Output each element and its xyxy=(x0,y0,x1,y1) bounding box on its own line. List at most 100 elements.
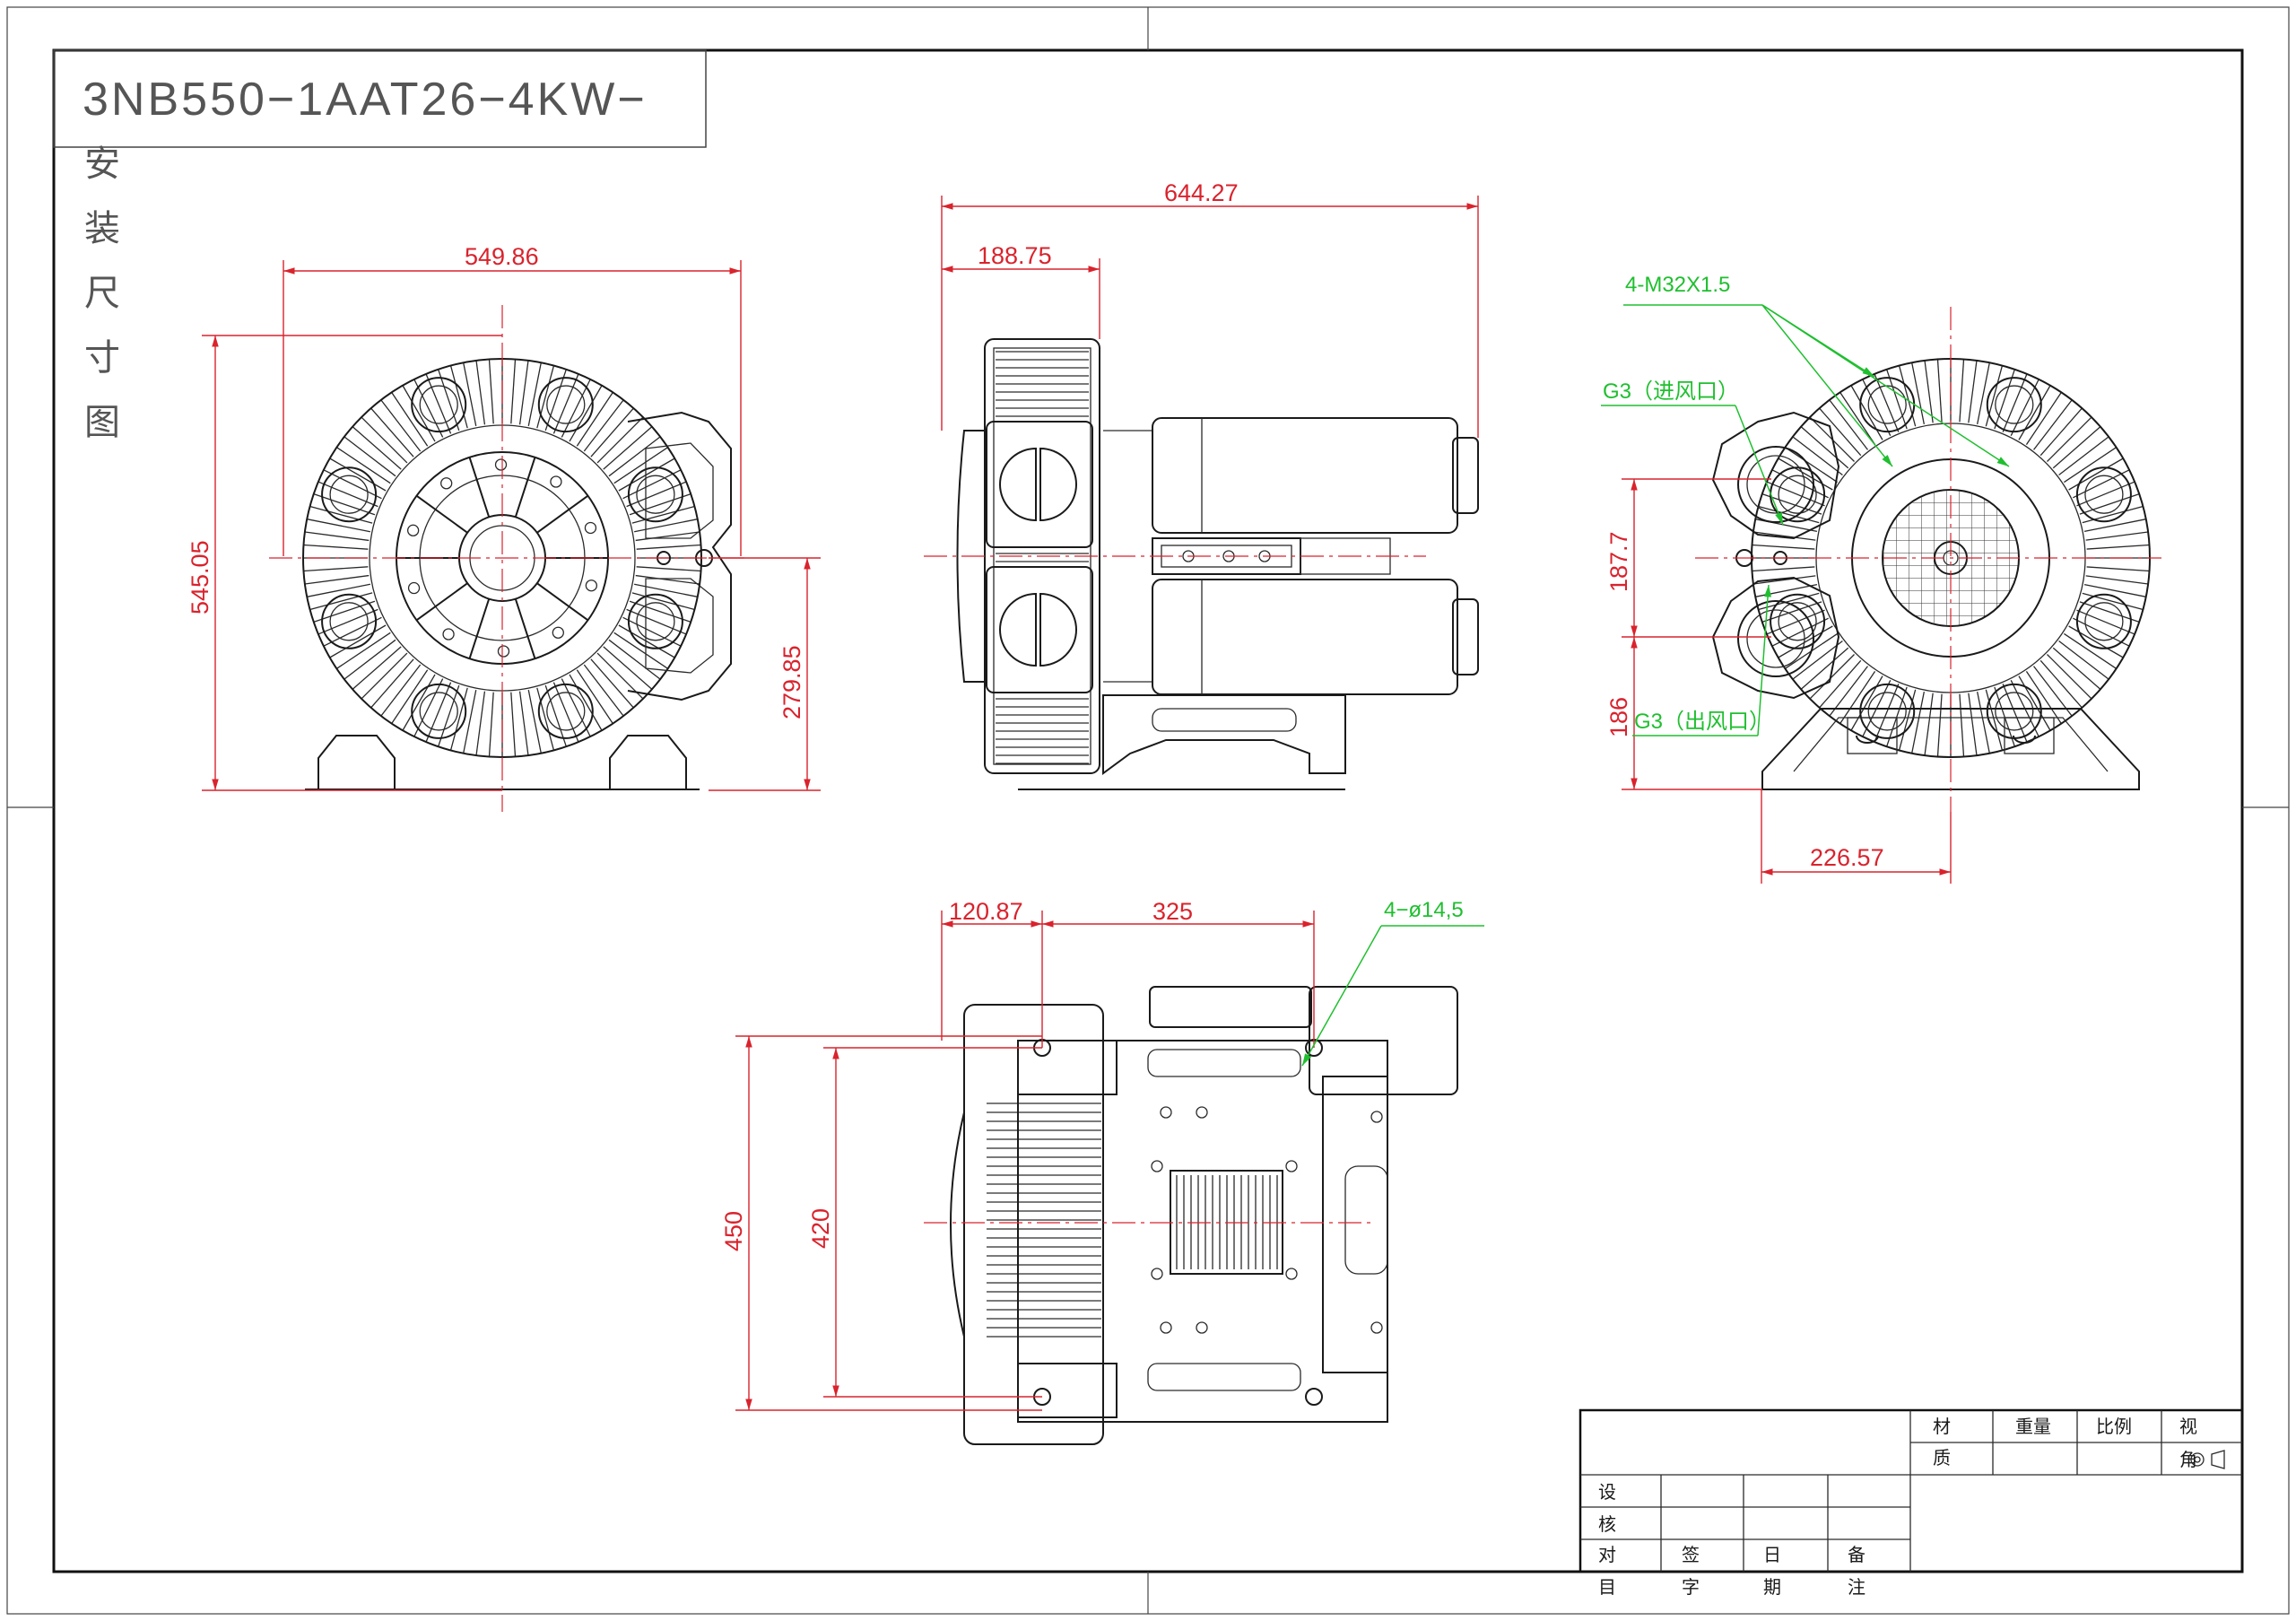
cooling-fin xyxy=(361,416,408,464)
side-fins xyxy=(996,351,1089,764)
cooling-fin xyxy=(336,447,391,484)
cooling-fin xyxy=(2085,575,2149,585)
cooling-fin xyxy=(2082,505,2144,524)
cooling-fin xyxy=(475,691,486,756)
cooling-fin xyxy=(636,544,701,550)
front-spokes xyxy=(396,457,608,659)
dim-front-center-height: 279.85 xyxy=(778,645,805,719)
dim-rear-half-width: 226.57 xyxy=(1810,844,1884,871)
cooling-fin xyxy=(344,436,396,477)
cooling-fin xyxy=(402,385,436,442)
cooling-fin xyxy=(2058,436,2109,475)
cooling-fin xyxy=(1911,362,1925,425)
cooling-fin xyxy=(2064,632,2117,669)
cell-remark-2: 注 xyxy=(1848,1576,1866,1598)
cooling-fin xyxy=(2086,544,2150,550)
front-ports xyxy=(321,377,683,739)
cooling-fin xyxy=(2079,601,2140,623)
dim-front-height: 545.05 xyxy=(187,540,213,614)
cooling-fin xyxy=(1755,584,1818,597)
cooling-fin xyxy=(1985,689,2004,751)
bottom-holes xyxy=(1151,1106,1383,1334)
cooling-fin xyxy=(1758,505,1820,524)
fin-port-inner xyxy=(636,602,675,641)
cooling-fin xyxy=(2052,426,2101,469)
cooling-fin xyxy=(1785,447,1838,484)
cooling-fin xyxy=(1800,647,1849,690)
cooling-fin xyxy=(2047,416,2092,462)
hub-spoke xyxy=(514,457,536,518)
bolt-hole xyxy=(1370,1321,1383,1334)
cooling-fin xyxy=(413,379,444,438)
dim-bottom-inner: 420 xyxy=(807,1208,834,1249)
fin-port-inner xyxy=(1867,692,1907,731)
cooling-fin xyxy=(2085,531,2149,541)
hub-spoke xyxy=(514,598,536,659)
cooling-fin xyxy=(304,574,370,585)
fin-port xyxy=(627,466,683,523)
cooling-fin xyxy=(380,664,422,717)
side-dims: 644.27 188.75 xyxy=(941,179,1479,438)
dim-side-total-length: 644.27 xyxy=(1164,179,1239,206)
cooling-fin xyxy=(518,691,529,756)
cooling-fin xyxy=(488,359,494,424)
cooling-fin xyxy=(352,426,402,470)
fin-port xyxy=(1770,593,1826,649)
rear-annotations: 4-M32X1.5 G3（进风口） G3（出风口） xyxy=(1601,273,2010,736)
hub-bolt xyxy=(584,521,597,535)
cell-weight: 重量 xyxy=(2015,1416,2051,1437)
cooling-fin xyxy=(633,519,698,533)
thread-callout: 4-M32X1.5 xyxy=(1625,273,1730,297)
cooling-fin xyxy=(413,678,444,737)
subtitle-char-4: 寸 xyxy=(84,337,120,379)
cooling-fin xyxy=(2083,519,2146,532)
cooling-fin xyxy=(552,682,579,743)
cooling-fin xyxy=(370,658,414,709)
bolt-hole xyxy=(1151,1268,1163,1280)
cooling-fin xyxy=(1994,686,2015,747)
title-block-table: 材 质 重量 比例 视 角 设 核 对 目 签 字 日 期 备 注 xyxy=(1578,1408,2244,1598)
cooling-fin xyxy=(1839,392,1876,445)
cell-view-2: 角 xyxy=(2179,1449,2197,1470)
cooling-fin xyxy=(2033,399,2073,450)
model-title: 3NB550−1AAT26−4KW− xyxy=(83,74,648,126)
mount-holes-callout: 4−ø14,5 xyxy=(1384,898,1464,922)
hub-spoke xyxy=(536,494,589,534)
cooling-fin xyxy=(449,365,468,429)
cell-date-2: 期 xyxy=(1763,1576,1781,1598)
cooling-fin xyxy=(636,566,701,572)
dim-bottom-offset: 120.87 xyxy=(949,898,1023,925)
cooling-fin xyxy=(303,566,369,572)
bottom-view xyxy=(924,986,1458,1445)
sheet-frame xyxy=(6,6,2290,1615)
cooling-fin xyxy=(307,583,371,597)
hub-spoke xyxy=(415,582,468,622)
bolt-hole xyxy=(1160,1106,1172,1119)
cooling-fin xyxy=(1977,691,1990,754)
cooling-fin xyxy=(2025,671,2062,724)
cooling-fin xyxy=(1911,691,1925,754)
cooling-fin xyxy=(1829,399,1868,450)
hub-spoke xyxy=(536,582,589,622)
cooling-fin xyxy=(536,365,555,429)
cooling-fin xyxy=(576,392,613,447)
cooling-fin xyxy=(1968,360,1978,423)
hub-bolt xyxy=(585,580,598,592)
cooling-fin xyxy=(1936,693,1943,757)
cooling-fin xyxy=(629,493,691,516)
bottom-dims: 120.87 325 450 420 4−ø14,5 xyxy=(720,898,1484,1411)
fin-port-inner xyxy=(329,602,369,641)
cooling-fin xyxy=(1761,601,1822,623)
cell-view: 视 xyxy=(2179,1416,2197,1437)
cooling-fin xyxy=(463,362,477,427)
cell-count: 对 xyxy=(1598,1544,1616,1565)
cooling-fin xyxy=(2025,392,2062,445)
cooling-fin xyxy=(608,639,661,680)
cooling-fin xyxy=(527,362,542,427)
fin-port-inner xyxy=(2084,475,2124,514)
cooling-fin xyxy=(1850,675,1883,731)
cooling-fin xyxy=(1771,617,1829,647)
cooling-fin xyxy=(635,574,700,585)
cooling-fin xyxy=(561,678,591,737)
